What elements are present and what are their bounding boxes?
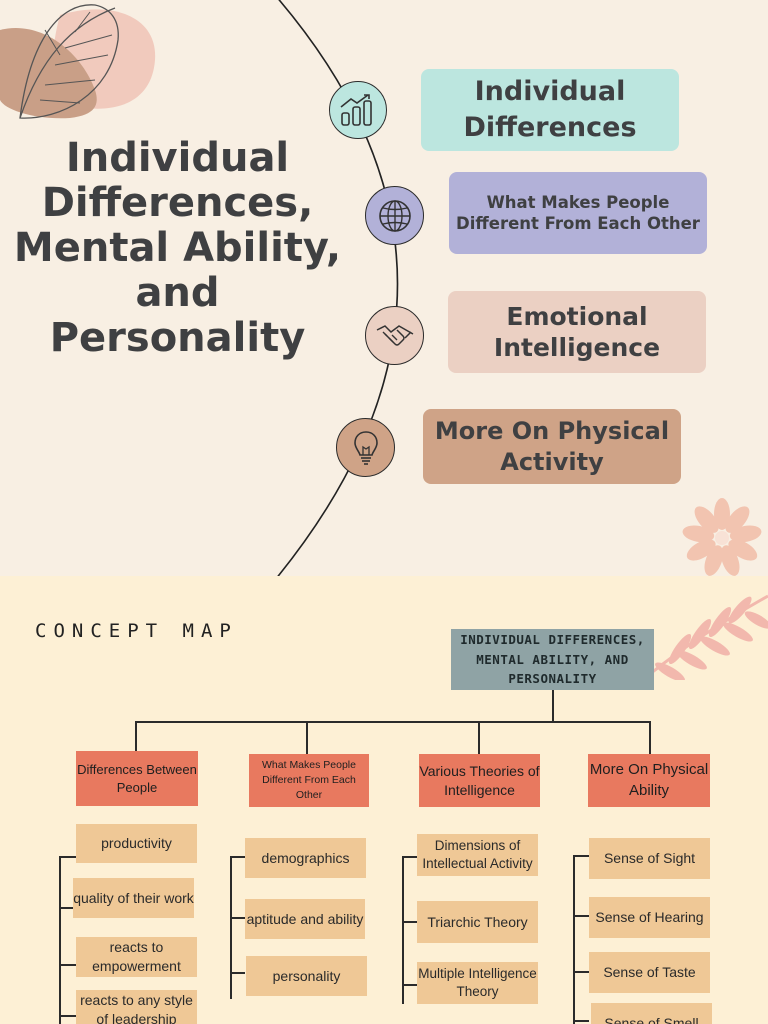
leaf-sense-of-taste: Sense of Taste [589, 952, 710, 993]
leaf-sense-of-smell: Sense of Smell [591, 1003, 712, 1024]
leaf-productivity: productivity [76, 824, 197, 863]
branch-3-tick-1 [402, 856, 417, 858]
branch-2-tick-1 [230, 856, 245, 858]
leaf-quality-of-work: quality of their work [73, 878, 194, 918]
category-differences-between-people: Differences Between People [76, 751, 198, 806]
leaf-sense-of-hearing: Sense of Hearing [589, 897, 710, 938]
branch-4-tick-1 [573, 855, 589, 857]
leaf-demographics: demographics [245, 838, 366, 878]
branch-1-tick-1 [59, 856, 76, 858]
branch-connector-4 [649, 721, 651, 754]
leaf-reacts-to-empowerment: reacts to empowerment [76, 937, 197, 977]
category-theories-of-intelligence: Various Theories of Intelligence [419, 754, 540, 807]
branch-connector-3 [478, 721, 480, 754]
branch-connector-1 [135, 721, 137, 751]
branch-3-tick-3 [402, 984, 417, 986]
topic-card-what-makes-people-different[interactable]: What Makes People Different From Each Ot… [449, 172, 707, 254]
topic-icon-circle-4[interactable] [336, 418, 395, 477]
leaf-dimensions-of-intellectual-activity: Dimensions of Intellectual Activity [417, 834, 538, 876]
topic-icon-circle-2[interactable] [365, 186, 424, 245]
topic-card-individual-differences[interactable]: Individual Differences [421, 69, 679, 151]
branch-4-tick-2 [573, 915, 589, 917]
topic-icon-circle-1[interactable] [329, 81, 387, 139]
leaf-decoration [0, 4, 156, 119]
handshake-icon [376, 324, 413, 346]
flower-decoration [682, 498, 762, 576]
branch-4-tick-3 [573, 971, 589, 973]
lightbulb-icon [353, 430, 378, 465]
leaf-sense-of-sight: Sense of Sight [589, 838, 710, 879]
topic-card-emotional-intelligence[interactable]: Emotional Intelligence [448, 291, 706, 373]
branch-2-tick-3 [230, 972, 245, 974]
leaf-aptitude-and-ability: aptitude and ability [245, 899, 365, 939]
branch-2-tick-2 [230, 917, 245, 919]
branch-1-tick-4 [59, 1015, 76, 1017]
branch-1-spine [59, 856, 61, 1024]
category-what-makes-people-different: What Makes People Different From Each Ot… [249, 754, 369, 807]
branch-decoration [649, 594, 768, 680]
branch-3-spine [402, 856, 404, 1004]
leaf-multiple-intelligence-theory: Multiple Intelligence Theory [417, 962, 538, 1004]
leaf-reacts-to-leadership: reacts to any style of leadership [76, 990, 197, 1024]
category-physical-ability: More On Physical Ability [588, 754, 710, 807]
branch-2-spine [230, 856, 232, 999]
concept-map-section: CONCEPT MAP INDIVIDUAL DIFFERENCES, MENT… [0, 576, 768, 1024]
topic-icon-circle-3[interactable] [365, 306, 424, 365]
branch-1-tick-3 [59, 964, 76, 966]
leaf-triarchic-theory: Triarchic Theory [417, 901, 538, 943]
chart-growth-icon [340, 94, 372, 126]
timeline-arc [277, 0, 399, 576]
branch-4-spine [573, 855, 575, 1024]
concept-map-root: INDIVIDUAL DIFFERENCES, MENTAL ABILITY, … [451, 629, 654, 690]
branch-3-tick-2 [402, 921, 417, 923]
concept-map-heading: CONCEPT MAP [35, 620, 238, 642]
leaf-personality: personality [246, 956, 367, 996]
branch-bar [135, 721, 651, 723]
branch-1-tick-2 [59, 907, 73, 909]
branch-4-tick-4 [573, 1020, 589, 1022]
topic-card-physical-activity[interactable]: More On Physical Activity [423, 409, 681, 484]
globe-icon [378, 199, 411, 232]
title-section: Individual Differences, Mental Ability, … [0, 0, 762, 576]
branch-connector-2 [306, 721, 308, 754]
root-connector [552, 690, 554, 722]
page-title: Individual Differences, Mental Ability, … [13, 135, 342, 361]
